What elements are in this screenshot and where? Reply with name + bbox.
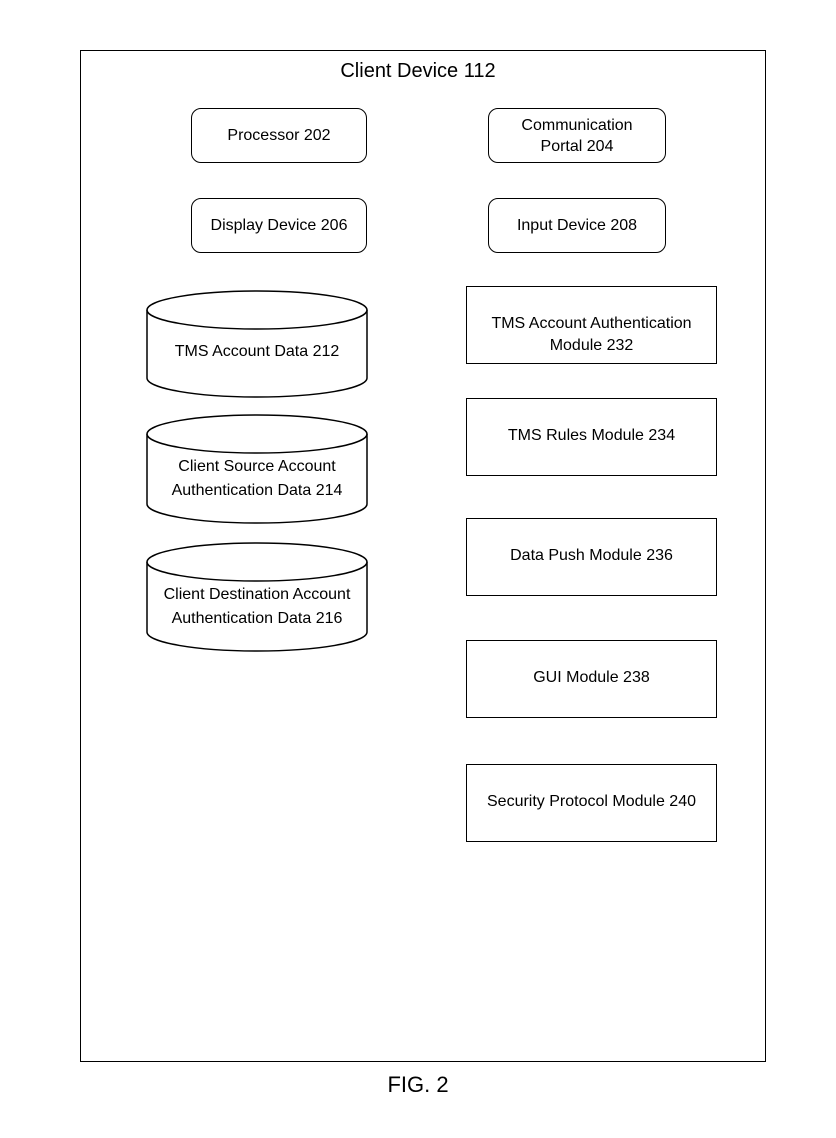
- processor-box: Processor 202: [191, 108, 367, 163]
- input-device-box: Input Device 208: [488, 198, 666, 253]
- input-device-label: Input Device 208: [516, 217, 638, 234]
- security-protocol-module-label: Security Protocol Module 240: [487, 793, 696, 810]
- client-source-auth-data-cylinder: Client Source Account Authentication Dat…: [146, 414, 368, 524]
- figure-label: FIG. 2: [387, 1072, 449, 1097]
- client-destination-auth-data-label: Client Destination Account Authenticatio…: [163, 586, 351, 627]
- communication-portal-box: Communication Portal 204: [488, 108, 666, 163]
- display-device-box: Display Device 206: [191, 198, 367, 253]
- display-device-label: Display Device 206: [210, 217, 348, 234]
- security-protocol-module: Security Protocol Module 240: [466, 764, 717, 842]
- cylinder-shape: [146, 290, 368, 398]
- tms-account-data-label: TMS Account Data 212: [174, 343, 340, 360]
- gui-module-label: GUI Module 238: [533, 669, 650, 686]
- client-destination-auth-data-cylinder: Client Destination Account Authenticatio…: [146, 542, 368, 652]
- communication-portal-label: Communication Portal 204: [521, 116, 633, 155]
- client-source-auth-data-label: Client Source Account Authentication Dat…: [171, 458, 343, 499]
- cylinder-shape: [146, 414, 368, 524]
- tms-account-authentication-module: TMS Account Authentication Module 232: [466, 286, 717, 364]
- cylinder-shape: [146, 542, 368, 652]
- gui-module: GUI Module 238: [466, 640, 717, 718]
- tms-account-authentication-module-label: TMS Account Authentication Module 232: [491, 315, 692, 354]
- tms-rules-module-label: TMS Rules Module 234: [507, 427, 676, 444]
- tms-rules-module: TMS Rules Module 234: [466, 398, 717, 476]
- client-device-title: Client Device 112: [340, 60, 496, 82]
- processor-label: Processor 202: [227, 127, 331, 144]
- data-push-module: Data Push Module 236: [466, 518, 717, 596]
- data-push-module-label: Data Push Module 236: [510, 547, 673, 564]
- client-device-frame: [80, 50, 766, 1062]
- tms-account-data-cylinder: TMS Account Data 212: [146, 290, 368, 398]
